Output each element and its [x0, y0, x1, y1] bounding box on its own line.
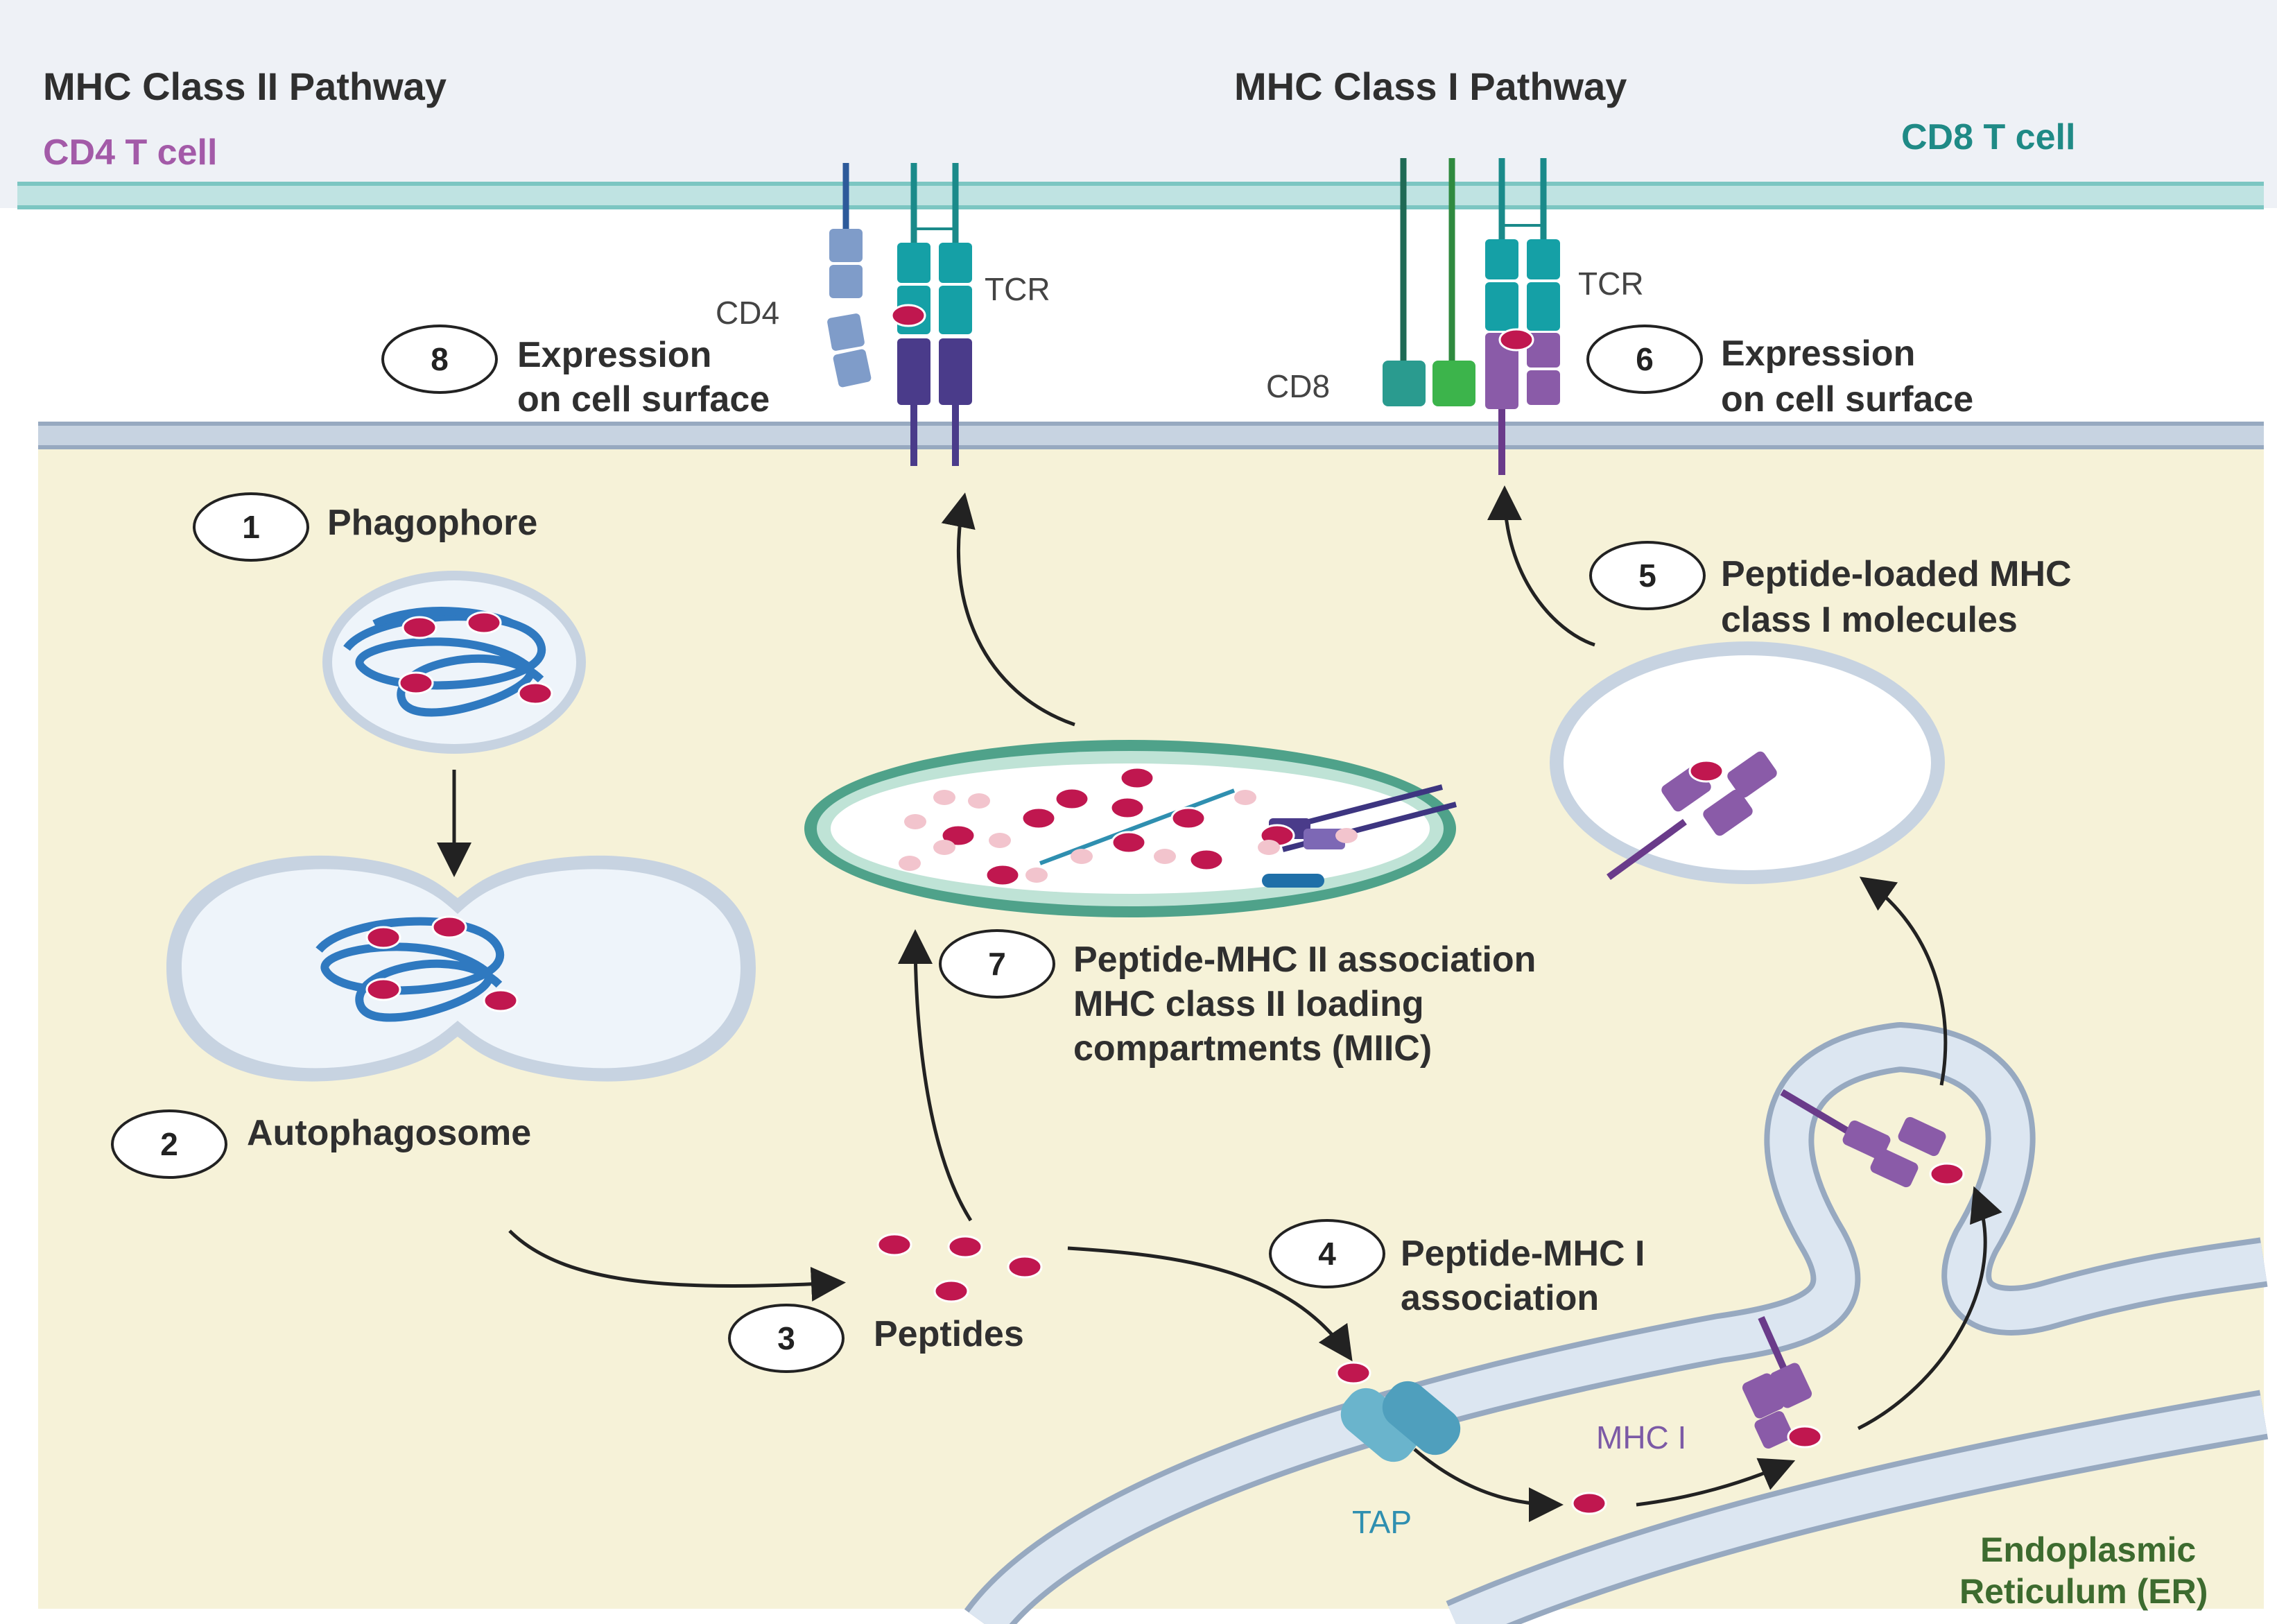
arrow-mhc-i-to-bud — [1857, 1186, 2002, 1431]
apc-membrane — [38, 422, 2264, 449]
peptide-dot — [365, 978, 401, 1001]
degraded-fragment — [989, 833, 1011, 848]
step-8-label-line1: Expression — [517, 335, 712, 375]
peptide-dot — [1335, 1361, 1371, 1385]
peptide-dot — [483, 989, 519, 1012]
step-8-badge: 8 — [381, 325, 498, 394]
t-cell-interior — [17, 208, 2264, 430]
step-6-badge: 6 — [1586, 325, 1703, 394]
pathway-arrows — [437, 485, 2002, 1522]
arrow-peptides-to-miic — [898, 929, 973, 1222]
extracellular-region — [0, 0, 2277, 208]
degraded-fragment — [1234, 790, 1256, 805]
step-6-label-line2: on cell surface — [1721, 379, 1974, 420]
peptide-dot — [1119, 766, 1155, 790]
step-5-badge: 5 — [1589, 541, 1706, 610]
step-4-badge: 4 — [1269, 1219, 1385, 1288]
degraded-fragment — [1154, 849, 1176, 864]
arrow-vesicle-to-surface — [1487, 485, 1595, 647]
arrow-peptides-to-tap — [1067, 1246, 1353, 1362]
cd8-label: CD8 — [1266, 368, 1331, 404]
degraded-fragment — [1335, 828, 1358, 843]
degraded-fragment — [1071, 849, 1093, 864]
tcr-label-right: TCR — [1578, 266, 1644, 302]
arrow-autophagosome-to-peptides — [508, 1229, 846, 1302]
peptide-dots — [365, 304, 1965, 1515]
degraded-fragment — [968, 793, 990, 809]
cd4-label: CD4 — [716, 295, 780, 331]
cd4-tcr-complex — [827, 163, 972, 466]
peptide-dot — [985, 863, 1021, 887]
autophagosome-vesicle — [166, 855, 756, 1082]
step-7-label-line2: MHC class II loading — [1073, 984, 1424, 1024]
step-7-label-line3: compartments (MIIC) — [1073, 1028, 1432, 1069]
mhc-i-in-er-bud — [1780, 1089, 1946, 1188]
degraded-fragment — [933, 840, 955, 855]
step-2-label: Autophagosome — [247, 1113, 532, 1153]
peptide-dot — [933, 1279, 969, 1303]
cd8-tcr-complex — [1383, 158, 1560, 475]
peptide-dot — [1787, 1425, 1823, 1449]
peptide-dot — [398, 671, 434, 695]
tap-label: TAP — [1352, 1504, 1412, 1540]
er-label-line2: Reticulum (ER) — [1959, 1572, 2208, 1611]
cd8-t-cell-label: CD8 T cell — [1901, 117, 2076, 157]
tap-transporter — [1340, 1381, 1461, 1462]
step-7-badge: 7 — [939, 929, 1055, 999]
step-2-badge: 2 — [111, 1109, 227, 1179]
miic-compartment — [804, 740, 1457, 917]
peptide-dot — [1929, 1162, 1965, 1186]
class-i-vesicle — [1550, 641, 1945, 884]
peptide-dot — [890, 304, 926, 327]
peptide-dot — [1170, 806, 1206, 830]
peptide-dot — [876, 1233, 912, 1256]
step-4-label-line1: Peptide-MHC I — [1401, 1234, 1645, 1274]
step-5-label-line2: class I molecules — [1721, 600, 2018, 640]
peptide-dot — [1109, 796, 1145, 820]
step-1-label: Phagophore — [327, 503, 538, 543]
step-5-label-line1: Peptide-loaded MHC — [1721, 554, 2072, 594]
peptide-dot — [431, 915, 467, 939]
peptide-dot — [1054, 787, 1090, 811]
t-cell-membrane — [17, 182, 2264, 209]
mhc-i-er — [1742, 1315, 1812, 1449]
peptide-dot — [1188, 848, 1224, 872]
peptide-dot — [401, 616, 438, 639]
cd4-t-cell-label: CD4 T cell — [43, 132, 218, 173]
mhc-i-label: MHC I — [1596, 1419, 1687, 1455]
phagophore-vesicle — [322, 571, 586, 754]
peptide-dot — [466, 611, 502, 634]
degraded-fragment — [1258, 840, 1280, 855]
peptide-dot — [517, 682, 553, 705]
peptide-dot — [365, 926, 401, 949]
peptide-dot — [1111, 831, 1147, 854]
peptide-dot — [947, 1235, 983, 1259]
arrow-tap-to-er-lumen — [1413, 1448, 1564, 1522]
degraded-fragment — [899, 856, 921, 871]
arrow-lumen-to-mhc-i — [1636, 1458, 1796, 1507]
mhc-class-ii-pathway-title: MHC Class II Pathway — [43, 64, 447, 108]
er-label-line1: Endoplasmic — [1980, 1530, 2197, 1569]
step-6-label-line1: Expression — [1721, 334, 1916, 374]
step-1-badge: 1 — [193, 492, 309, 562]
degraded-fragment — [904, 814, 926, 829]
step-3-label: Peptides — [874, 1314, 1024, 1354]
degraded-fragment — [933, 790, 955, 805]
step-4-label-line2: association — [1401, 1278, 1600, 1318]
step-7-label-line1: Peptide-MHC II association — [1073, 940, 1536, 980]
peptide-dot — [1498, 328, 1534, 352]
arrow-bud-to-vesicle — [1859, 876, 1948, 1086]
peptide-dot — [1021, 806, 1057, 830]
step-3-badge: 3 — [728, 1304, 845, 1373]
step-8-label-line2: on cell surface — [517, 379, 770, 420]
arrow-miic-to-surface — [941, 492, 1075, 727]
peptide-dot — [1571, 1492, 1607, 1515]
tcr-label-left: TCR — [985, 271, 1050, 307]
peptide-dot — [1007, 1255, 1043, 1279]
degraded-fragment — [1025, 867, 1048, 883]
mhc-class-i-pathway-title: MHC Class I Pathway — [1234, 64, 1627, 108]
peptide-dot — [1688, 759, 1724, 783]
